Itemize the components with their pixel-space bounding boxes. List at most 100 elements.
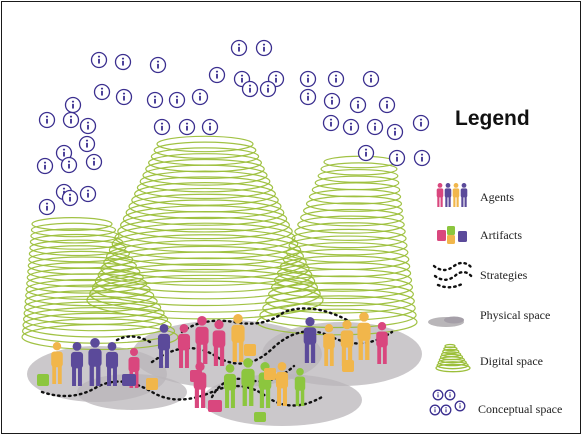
conceptual-space-layer <box>36 39 431 216</box>
agent-figure <box>294 368 306 406</box>
info-symbol <box>208 66 226 84</box>
digital-space-layer <box>21 135 418 351</box>
agent-figure <box>157 324 171 368</box>
info-symbol <box>386 123 404 141</box>
spiral-ring <box>26 267 144 288</box>
spiral-ring <box>268 281 414 307</box>
agent-figure <box>70 342 84 386</box>
spiral-ring <box>114 222 296 253</box>
strategy-path <box>433 270 475 281</box>
agents-layer <box>51 312 388 408</box>
legend-label-conceptual-space: Conceptual space <box>478 402 563 416</box>
info-symbol <box>178 118 196 136</box>
info-symbol <box>191 88 209 106</box>
artifact-box <box>254 412 266 422</box>
info-symbol <box>64 96 82 114</box>
info-symbol <box>230 39 248 57</box>
spiral-ring <box>262 295 416 321</box>
spiral-ring <box>125 199 285 226</box>
spiral-ring <box>22 312 172 338</box>
info-symbol <box>440 404 452 416</box>
spiral-ring <box>153 141 257 159</box>
info-symbol <box>357 144 375 162</box>
spiral-ring <box>442 348 460 355</box>
legend-label-agents: Agents <box>480 190 514 204</box>
spiral-ring <box>320 162 398 176</box>
info-symbol <box>454 400 466 412</box>
spiral-ring <box>119 211 291 240</box>
agents-icon <box>436 183 468 207</box>
spiral-ring <box>103 245 307 280</box>
artifact-box <box>190 370 202 382</box>
spiral-ring <box>128 193 282 220</box>
agent-figure <box>88 338 102 386</box>
spiral-ring <box>437 358 467 367</box>
spiral-ring <box>117 216 293 246</box>
spiral-ring <box>265 288 415 314</box>
spiral-ring <box>105 239 305 273</box>
spiral-ring <box>291 228 407 249</box>
artifact-box <box>458 231 467 242</box>
spiral-ring <box>134 182 277 206</box>
spiral-ring <box>308 188 402 205</box>
agent-figure <box>223 364 237 408</box>
spiral-ring <box>27 262 141 282</box>
info-symbol <box>412 114 430 132</box>
agent-figure <box>231 314 245 362</box>
info-symbol <box>241 80 259 98</box>
info-symbol <box>362 70 380 88</box>
info-symbol <box>93 83 111 101</box>
info-symbol <box>153 118 171 136</box>
info-symbol <box>38 198 56 216</box>
spiral-ring <box>29 239 127 257</box>
info-symbol <box>146 91 164 109</box>
digital-space-icon <box>435 343 471 373</box>
agent-figure <box>452 183 460 207</box>
agent-figure <box>303 317 317 363</box>
info-symbol <box>444 389 456 401</box>
artifact-box <box>447 235 455 244</box>
agent-figure <box>275 362 289 406</box>
info-symbol <box>38 111 56 129</box>
spiral-ring <box>279 255 411 278</box>
spiral-ring <box>108 234 302 266</box>
info-symbol <box>90 51 108 69</box>
info-symbol <box>299 88 317 106</box>
info-symbol <box>79 117 97 135</box>
spiral-ring <box>297 215 405 234</box>
info-symbol <box>78 135 96 153</box>
spiral-ring <box>436 361 469 370</box>
agent-figure <box>376 322 388 364</box>
agent-figure <box>212 320 226 366</box>
agent-figure <box>460 183 468 207</box>
agent-figure <box>444 183 452 207</box>
artifact-box <box>264 368 276 380</box>
info-symbol <box>149 56 167 74</box>
agent-figure <box>195 316 209 364</box>
spiral-ring <box>28 245 130 263</box>
artifact-box <box>122 374 136 386</box>
strategy-path <box>40 380 324 407</box>
artifact-box <box>342 360 354 372</box>
spiral-ring <box>94 263 316 300</box>
info-symbol <box>322 114 340 132</box>
artifact-box <box>244 344 256 356</box>
physical-space-ellipse <box>444 316 464 324</box>
artifact-box <box>37 374 49 386</box>
spiral-ring <box>24 295 162 319</box>
agent-figure <box>436 183 444 207</box>
info-symbol <box>429 404 441 416</box>
spiral-ring <box>30 222 117 238</box>
spiral-ring <box>438 356 466 364</box>
spiral-ring <box>259 301 417 329</box>
artifact-box <box>437 230 446 241</box>
spiral-ring <box>148 153 263 173</box>
info-symbol <box>114 53 132 71</box>
artifact-box <box>146 378 158 390</box>
spiral-ring <box>300 208 404 227</box>
agent-figure <box>323 324 335 366</box>
info-symbol <box>388 149 406 167</box>
spiral-ring <box>139 170 271 193</box>
info-symbol <box>327 70 345 88</box>
